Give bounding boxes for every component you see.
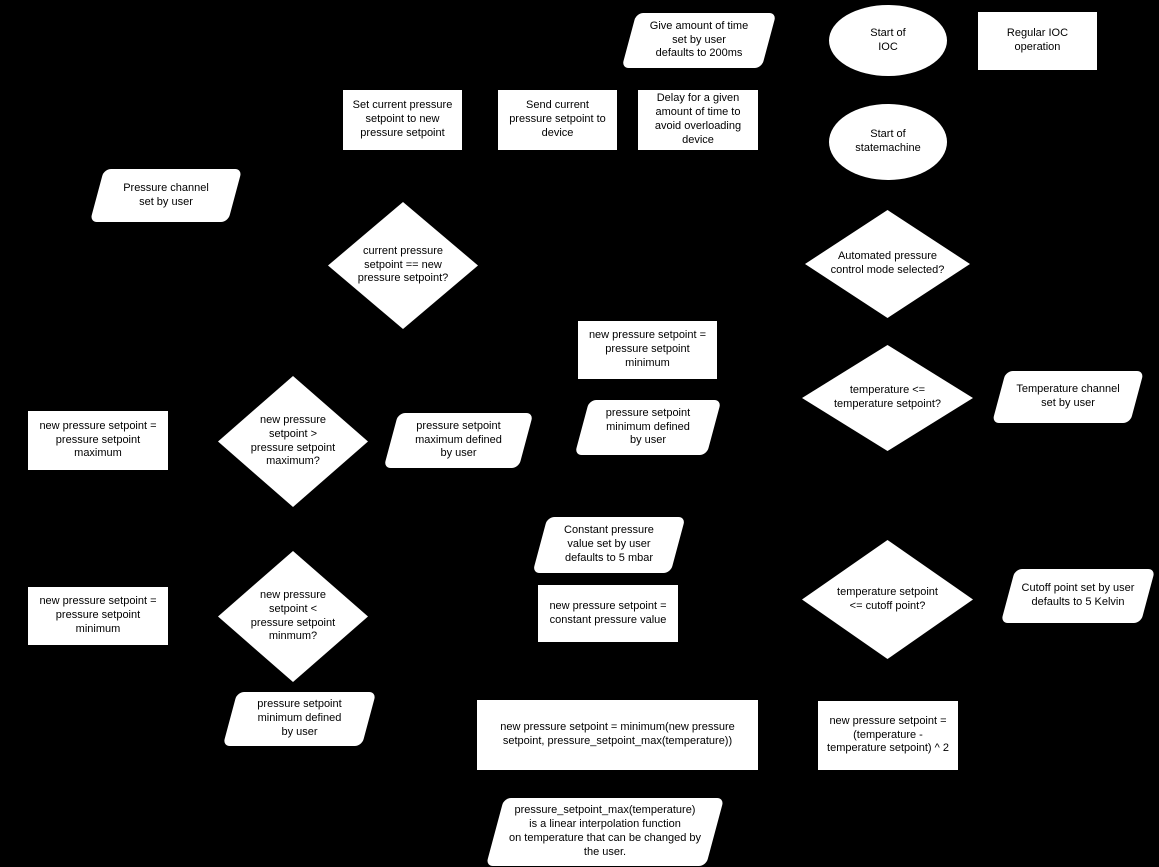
terminator-start-of-ioc: Start of IOC: [829, 5, 947, 76]
io-setpoint-minimum-defined-by-user-bottom: pressure setpoint minimum defined by use…: [221, 692, 378, 746]
decision-current-equals-new-setpoint: current pressure setpoint == new pressur…: [328, 202, 478, 329]
node-label: new pressure setpoint = pressure setpoin…: [588, 329, 707, 369]
io-setpoint-minimum-defined-by-user-mid: pressure setpoint minimum defined by use…: [573, 400, 723, 455]
node-label: temperature setpoint <= cutoff point?: [837, 585, 938, 612]
io-pressure-channel-set-by-user: Pressure channel set by user: [88, 169, 244, 222]
process-set-setpoint-to-minimum-mid: new pressure setpoint = pressure setpoin…: [578, 321, 717, 379]
io-cutoff-point-set-by-user: Cutoff point set by user defaults to 5 K…: [999, 569, 1157, 623]
node-label: Automated pressure control mode selected…: [830, 250, 945, 276]
node-label: Give amount of time set by user defaults…: [649, 19, 749, 60]
process-set-setpoint-to-maximum: new pressure setpoint = pressure setpoin…: [28, 411, 168, 470]
node-label: new pressure setpoint = minimum(new pres…: [500, 721, 735, 747]
io-interpolation-note: pressure_setpoint_max(temperature) is a …: [485, 798, 725, 866]
node-label: pressure setpoint maximum defined by use…: [415, 419, 502, 460]
decision-setpoint-gt-maximum: new pressure setpoint > pressure setpoin…: [218, 376, 368, 507]
node-label: Start of statemachine: [855, 128, 921, 154]
node-label: pressure setpoint minimum defined by use…: [605, 406, 691, 447]
node-label: Delay for a given amount of time to avoi…: [654, 92, 742, 146]
node-label: Pressure channel set by user: [123, 181, 209, 208]
node-label: Temperature channel set by user: [1016, 383, 1120, 409]
node-label: new pressure setpoint = pressure setpoin…: [39, 419, 157, 460]
node-label: Send current pressure setpoint to device: [509, 99, 606, 139]
process-delay: Delay for a given amount of time to avoi…: [638, 90, 758, 150]
io-constant-pressure-value: Constant pressure value set by user defa…: [531, 517, 687, 573]
node-label: new pressure setpoint = constant pressur…: [549, 599, 667, 626]
process-send-setpoint-to-device: Send current pressure setpoint to device: [498, 90, 617, 150]
decision-temperature-le-setpoint: temperature <= temperature setpoint?: [802, 345, 973, 451]
io-temperature-channel-set-by-user: Temperature channel set by user: [990, 371, 1146, 423]
node-label: Regular IOC operation: [1006, 27, 1069, 53]
decision-setpoint-lt-minimum: new pressure setpoint < pressure setpoin…: [218, 551, 368, 682]
node-label: Cutoff point set by user defaults to 5 K…: [1021, 582, 1135, 608]
node-label: new pressure setpoint < pressure setpoin…: [250, 588, 336, 643]
node-label: pressure_setpoint_max(temperature) is a …: [508, 804, 702, 858]
node-label: Constant pressure value set by user defa…: [564, 524, 654, 564]
decision-temperature-setpoint-le-cutoff: temperature setpoint <= cutoff point?: [802, 540, 973, 659]
process-set-current-pressure-setpoint: Set current pressure setpoint to new pre…: [343, 90, 462, 150]
node-label: pressure setpoint minimum defined by use…: [257, 698, 342, 738]
io-setpoint-maximum-defined-by-user: pressure setpoint maximum defined by use…: [382, 413, 535, 468]
process-set-setpoint-to-minimum-left: new pressure setpoint = pressure setpoin…: [28, 587, 168, 645]
terminator-start-of-statemachine: Start of statemachine: [829, 104, 947, 180]
node-label: new pressure setpoint > pressure setpoin…: [250, 413, 336, 468]
node-label: new pressure setpoint = (temperature - t…: [827, 714, 949, 755]
node-label: temperature <= temperature setpoint?: [833, 384, 941, 410]
node-label: Set current pressure setpoint to new pre…: [352, 99, 453, 139]
node-label: new pressure setpoint = pressure setpoin…: [39, 595, 157, 635]
process-regular-ioc-operation: Regular IOC operation: [978, 12, 1097, 70]
node-label: current pressure setpoint == new pressur…: [357, 244, 449, 285]
node-label: Start of IOC: [870, 26, 906, 53]
decision-automated-mode-selected: Automated pressure control mode selected…: [805, 210, 970, 318]
process-set-setpoint-to-temp-squared: new pressure setpoint = (temperature - t…: [818, 701, 958, 770]
process-set-setpoint-to-minimum-function: new pressure setpoint = minimum(new pres…: [477, 700, 758, 770]
io-give-amount-of-time: Give amount of time set by user defaults…: [620, 13, 778, 68]
process-set-setpoint-to-constant: new pressure setpoint = constant pressur…: [538, 585, 678, 642]
